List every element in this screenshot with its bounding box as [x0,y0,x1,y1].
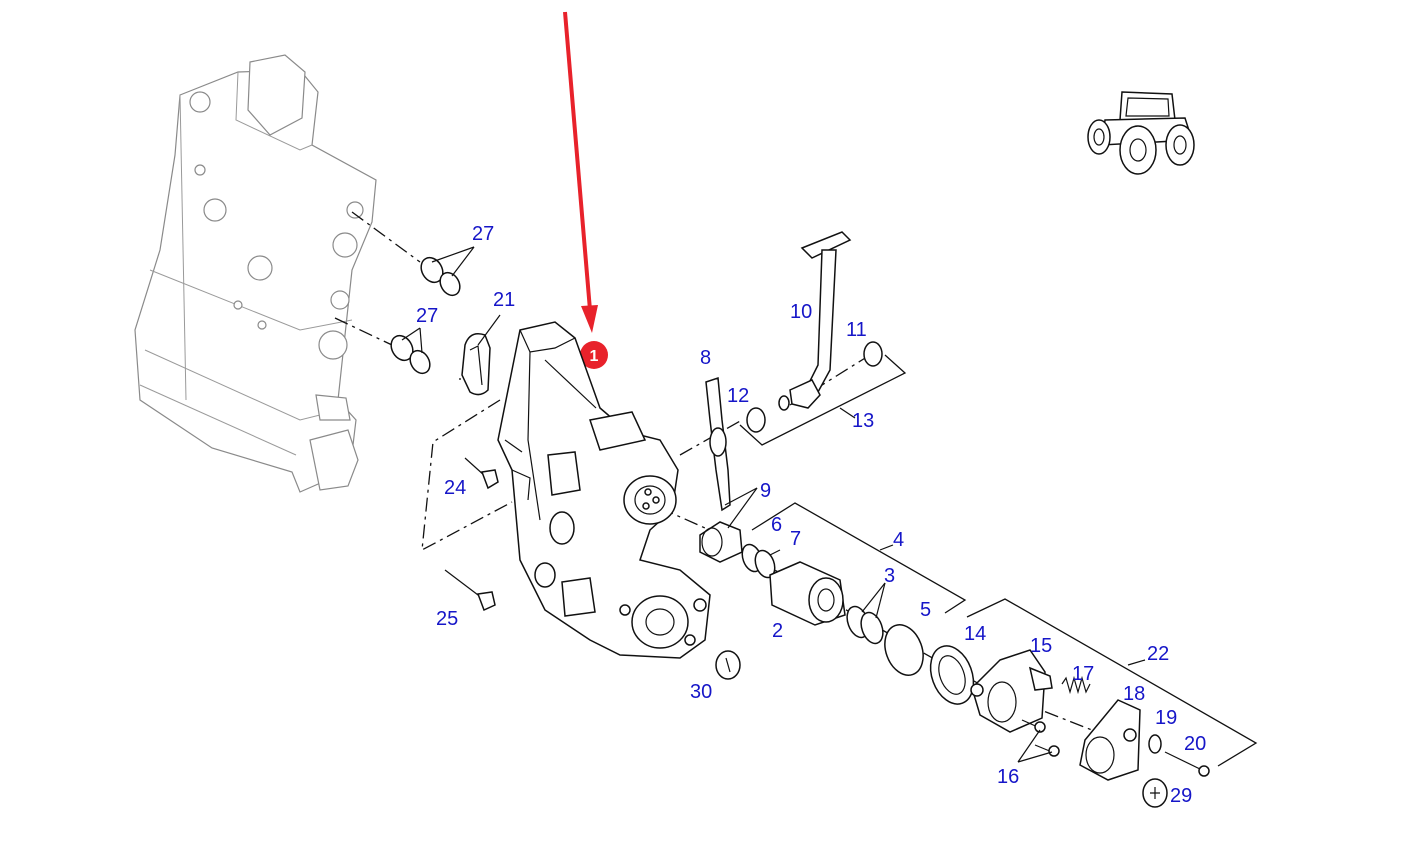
callout-27-upper[interactable]: 27 [472,223,494,245]
callout-3[interactable]: 3 [884,565,895,587]
bracket-22 [966,598,1258,767]
callout-7[interactable]: 7 [790,528,801,550]
callout-labels: 27 27 21 24 25 8 12 10 11 13 9 6 7 4 3 2… [416,223,1206,807]
red-arrow [563,11,598,333]
lever-8 [705,376,731,512]
bracket-13 [739,354,907,446]
spring-17 [1061,675,1091,695]
callout-29[interactable]: 29 [1170,785,1192,807]
gasket-21 [461,333,491,396]
callout-5[interactable]: 5 [920,599,931,621]
cover-15 [970,649,1053,733]
o-ring-5 [884,624,924,676]
callout-18[interactable]: 18 [1123,683,1145,705]
seal-14 [929,645,975,705]
callout-22[interactable]: 22 [1147,643,1169,665]
lever-arm-18 [1079,699,1141,781]
callout-9[interactable]: 9 [760,480,771,502]
bolt-24 [464,457,499,490]
leader-lines [401,246,1053,763]
o-ring-pair-27-lower [390,334,431,375]
callout-12[interactable]: 12 [727,385,749,407]
callout-4[interactable]: 4 [893,529,904,551]
screws-16 [1021,719,1060,757]
callout-25[interactable]: 25 [436,608,458,630]
control-valve-block [134,54,377,493]
cap-29 [1142,778,1168,808]
callout-6[interactable]: 6 [771,514,782,536]
ring-12 [746,407,766,433]
bracket-4 [751,502,967,614]
callout-21[interactable]: 21 [493,289,515,311]
callout-8[interactable]: 8 [700,347,711,369]
callout-19[interactable]: 19 [1155,707,1177,729]
callout-16[interactable]: 16 [997,766,1019,788]
callout-10[interactable]: 10 [790,301,812,323]
callout-11[interactable]: 11 [846,319,867,341]
spool-2 [769,561,846,626]
callout-17[interactable]: 17 [1072,663,1094,685]
callout-14[interactable]: 14 [964,623,986,645]
washer-19 [1148,734,1162,754]
item-marker[interactable]: 1 [580,341,608,369]
callout-27-lower[interactable]: 27 [416,305,438,327]
plug-30 [715,650,741,680]
pedal-lever-10 [778,231,852,411]
valve-housing [497,321,711,659]
tractor-icon [1087,91,1195,175]
callout-20[interactable]: 20 [1184,733,1206,755]
screw-20 [1164,751,1210,777]
ring-pair-3 [846,605,884,645]
callout-30[interactable]: 30 [690,681,712,703]
callout-13[interactable]: 13 [852,410,874,432]
o-ring-pair-27-upper [420,256,461,297]
bolt-25 [444,569,496,612]
item-marker-label: 1 [590,348,599,365]
callout-2[interactable]: 2 [772,620,783,642]
callout-15[interactable]: 15 [1030,635,1052,657]
bushing-9 [699,521,743,563]
ring-11 [863,341,883,367]
callout-24[interactable]: 24 [444,477,466,499]
